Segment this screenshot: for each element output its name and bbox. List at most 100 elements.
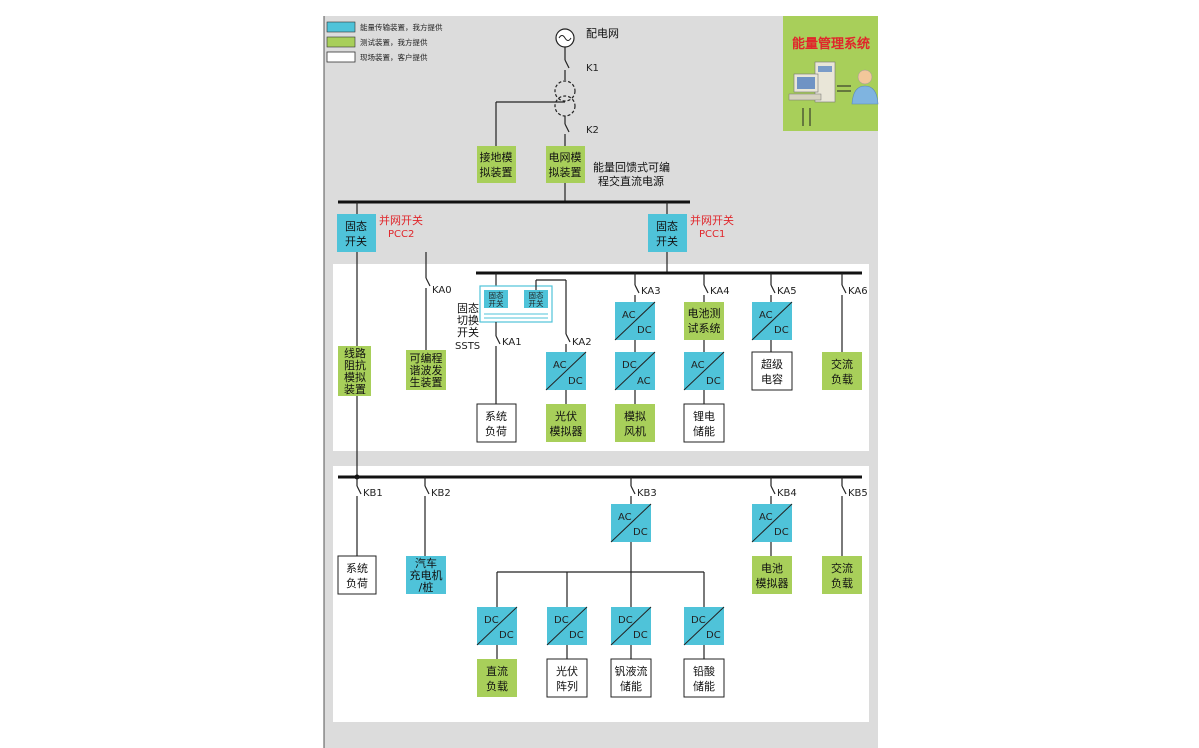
battsim-l2: 模拟器 bbox=[756, 576, 789, 590]
conv-wind2-dc: DC bbox=[622, 360, 637, 371]
battery-simulator: 电池 模拟器 bbox=[752, 556, 792, 594]
dcdc3-a: DC bbox=[618, 615, 633, 626]
lead-l1: 铅酸 bbox=[693, 664, 715, 678]
ems-panel: 能量管理系统 bbox=[783, 16, 879, 131]
vrb-l1: 钒液流 bbox=[615, 664, 648, 678]
ev-l1: 汽车 bbox=[415, 556, 437, 570]
ac-dc-converter-li: AC DC bbox=[683, 351, 725, 391]
grid-sim-device: 电网模 拟装置 bbox=[546, 146, 585, 183]
li-battery-storage: 锂电 储能 bbox=[683, 403, 725, 443]
ssts-label-l4: SSTS bbox=[455, 341, 480, 352]
ka6-label: KA6 bbox=[848, 286, 868, 297]
ssts-a-l1: 固态 bbox=[489, 290, 504, 300]
conv-kb3-ac: AC bbox=[618, 512, 632, 523]
legend-swatch-transfer bbox=[326, 21, 356, 33]
ka0-label: KA0 bbox=[432, 285, 452, 296]
pcc2-label-b: PCC2 bbox=[388, 229, 414, 240]
dc-dc-converter-4: DC DC bbox=[683, 606, 725, 646]
conv-sc-dc: DC bbox=[774, 325, 789, 336]
legend-text-transfer: 能量传输装置，我方提供 bbox=[360, 22, 443, 32]
line-imp-l4: 装置 bbox=[344, 383, 366, 396]
k1-label: K1 bbox=[586, 63, 599, 74]
conv-pv-dc: DC bbox=[568, 376, 583, 387]
user-icon bbox=[851, 69, 879, 105]
system-load-upper: 系统 负荷 bbox=[476, 403, 517, 443]
batttest-l1: 电池测 bbox=[688, 307, 721, 320]
conv-wind1-dc: DC bbox=[637, 325, 652, 336]
dcdc1-a: DC bbox=[484, 615, 499, 626]
ss1-l1: 固态 bbox=[656, 220, 678, 233]
dc-ac-converter-wind: DC AC bbox=[614, 351, 656, 391]
ka5-label: KA5 bbox=[777, 286, 797, 297]
wind-simulator: 模拟 风机 bbox=[615, 404, 655, 442]
ac-dc-converter-wind: AC DC bbox=[614, 301, 656, 341]
legend-swatch-site bbox=[326, 51, 356, 63]
conv-kb4-dc: DC bbox=[774, 527, 789, 538]
legend-text-test: 测试装置，我方提供 bbox=[360, 37, 428, 47]
conv-pv-ac: AC bbox=[553, 360, 567, 371]
pvsim-l2: 模拟器 bbox=[550, 424, 583, 438]
grid-sim-l1: 电网模 bbox=[549, 151, 582, 164]
pvarray-l2: 阵列 bbox=[556, 679, 578, 693]
dc-dc-converter-1: DC DC bbox=[476, 606, 518, 646]
system-load-lower: 系统 负荷 bbox=[337, 555, 377, 595]
kb4-label: KB4 bbox=[777, 488, 797, 499]
sc-l2: 电容 bbox=[761, 372, 783, 386]
ssts-label-l3: 开关 bbox=[457, 325, 479, 339]
acload-l-l2: 负载 bbox=[831, 576, 853, 590]
kb5-label: KB5 bbox=[848, 488, 868, 499]
sc-l1: 超级 bbox=[761, 357, 783, 371]
conv-sc-ac: AC bbox=[759, 310, 773, 321]
pcc1-label-b: PCC1 bbox=[699, 229, 725, 240]
line-imp-l1: 线路 bbox=[344, 346, 366, 360]
sysload-l-l2: 负荷 bbox=[346, 576, 368, 590]
sysload-u-l2: 负荷 bbox=[485, 424, 507, 438]
conv-kb4-ac: AC bbox=[759, 512, 773, 523]
legend-swatch-test bbox=[326, 36, 356, 48]
ss1-l2: 开关 bbox=[656, 234, 678, 248]
harmonic-l2: 谐波发 bbox=[410, 363, 443, 377]
grid-sim-l2: 拟装置 bbox=[549, 165, 582, 179]
solid-state-switch-pcc1: 固态 开关 bbox=[648, 214, 687, 252]
batttest-l2: 试系统 bbox=[688, 322, 721, 335]
supercapacitor: 超级 电容 bbox=[751, 351, 793, 391]
acload-l-l1: 交流 bbox=[831, 561, 853, 575]
ss2-l2: 开关 bbox=[345, 234, 367, 248]
computer-icon bbox=[788, 61, 836, 103]
solid-state-switch-pcc2: 固态 开关 bbox=[337, 214, 376, 252]
k2-label: K2 bbox=[586, 125, 599, 136]
dc-dc-converter-3: DC DC bbox=[610, 606, 652, 646]
ka3-label: KA3 bbox=[641, 286, 661, 297]
ka4-label: KA4 bbox=[710, 286, 730, 297]
acload-u-l2: 负载 bbox=[831, 372, 853, 386]
ssts-a-l2: 开关 bbox=[489, 298, 504, 308]
ac-load-lower: 交流 负载 bbox=[822, 556, 862, 594]
ems-title: 能量管理系统 bbox=[792, 36, 870, 52]
kb1-label: KB1 bbox=[363, 488, 383, 499]
pcc2-label-a: 并网开关 bbox=[379, 213, 423, 227]
kb2-label: KB2 bbox=[431, 488, 451, 499]
dc-load: 直流 负载 bbox=[477, 659, 517, 697]
ac-dc-converter-kb3: AC DC bbox=[610, 503, 652, 543]
pvarray-l1: 光伏 bbox=[556, 664, 578, 678]
ev-l3: /桩 bbox=[419, 580, 434, 594]
kb3-label: KB3 bbox=[637, 488, 657, 499]
vanadium-flow-storage: 钒液流 储能 bbox=[610, 658, 652, 698]
ground-sim-device: 接地模 拟装置 bbox=[477, 146, 516, 183]
ssts-label-l2: 切换 bbox=[457, 313, 479, 327]
ev-l2: 充电机 bbox=[410, 568, 443, 582]
li-l1: 锂电 bbox=[693, 409, 715, 423]
dcload-l2: 负载 bbox=[486, 679, 508, 693]
regen-note-l2: 程交直流电源 bbox=[598, 174, 664, 188]
li-l2: 储能 bbox=[693, 424, 715, 438]
harmonic-l1: 可编程 bbox=[410, 351, 443, 365]
dcdc3-b: DC bbox=[633, 630, 648, 641]
ka1-label: KA1 bbox=[502, 337, 522, 348]
legend: 能量传输装置，我方提供 测试装置，我方提供 现场装置，客户提供 bbox=[326, 21, 443, 63]
pv-simulator: 光伏 模拟器 bbox=[546, 404, 586, 442]
lead-l2: 储能 bbox=[693, 679, 715, 693]
line-impedance-sim: 线路 阻抗 模拟 装置 bbox=[338, 346, 371, 396]
conv-wind2-ac: AC bbox=[637, 376, 651, 387]
grid-source-label: 配电网 bbox=[586, 27, 619, 40]
ev-charger: 汽车 充电机 /桩 bbox=[406, 556, 446, 594]
